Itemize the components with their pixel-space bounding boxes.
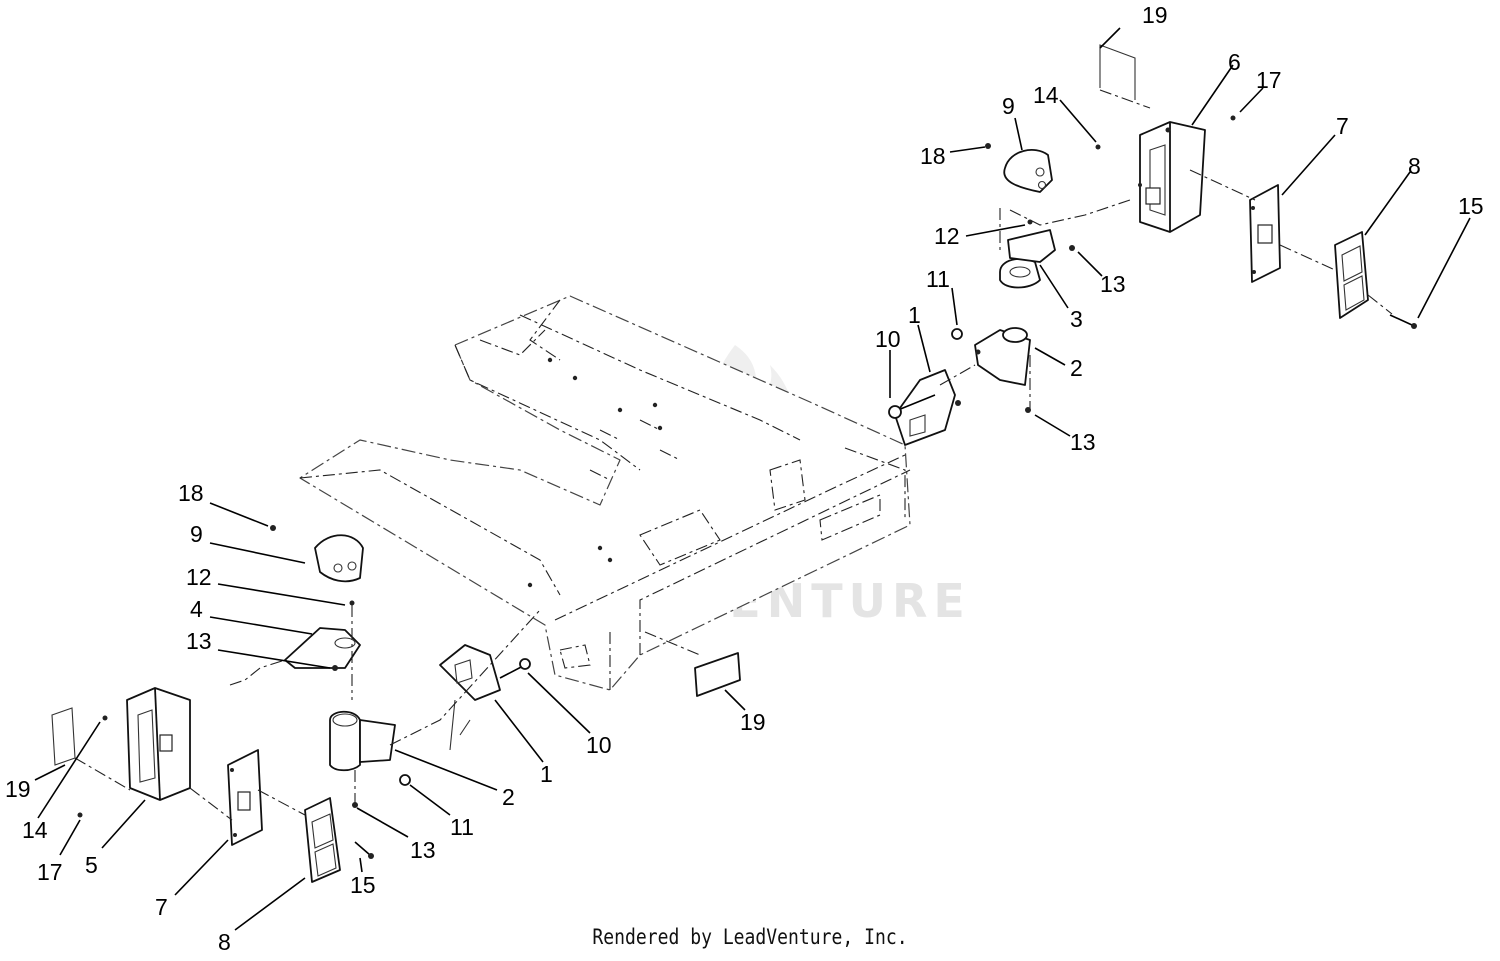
- assembly-lines-right: [939, 169, 1393, 410]
- guard-9-right: [1003, 149, 1053, 193]
- callout-1-right: 1: [908, 302, 921, 328]
- callout-15-right: 15: [1458, 193, 1484, 219]
- callout-9-right: 9: [1002, 93, 1015, 119]
- callout-13-right-lower: 13: [1070, 429, 1096, 455]
- callout-19-bottom: 19: [740, 709, 766, 735]
- callout-3: 3: [1070, 306, 1083, 332]
- switch-bracket-2-right: [974, 327, 1031, 413]
- small-parts-right: [985, 115, 1236, 251]
- callout-14-left: 14: [22, 817, 48, 843]
- callout-13-left-lower: 13: [410, 837, 436, 863]
- nut-11-left: [399, 774, 411, 786]
- callout-2-left: 2: [502, 784, 515, 810]
- callout-12-right: 12: [934, 223, 960, 249]
- switch-1-right: [888, 369, 961, 446]
- callout-18-left: 18: [178, 480, 204, 506]
- decal-19-bottom: [694, 652, 741, 697]
- callout-8-left: 8: [218, 929, 231, 955]
- callout-9-left: 9: [190, 521, 203, 547]
- lens-8-left: [304, 797, 341, 883]
- mount-bracket-4: [284, 600, 361, 671]
- screw-15-right: [1389, 314, 1417, 329]
- callout-7-right: 7: [1336, 113, 1349, 139]
- footer-credit: Rendered by LeadVenture, Inc.: [592, 925, 908, 949]
- callout-17-left: 17: [37, 859, 63, 885]
- callout-7-left: 7: [155, 894, 168, 920]
- callout-5: 5: [85, 852, 98, 878]
- callout-13-left-upper: 13: [186, 628, 212, 654]
- callout-2-right: 2: [1070, 355, 1083, 381]
- small-parts-left: [77, 525, 276, 818]
- callout-8-right: 8: [1408, 153, 1421, 179]
- reflector-plate-7-right: [1249, 184, 1281, 283]
- callout-19-top: 19: [1142, 2, 1168, 28]
- callout-12-left: 12: [186, 564, 212, 590]
- screw-15-left: [354, 841, 374, 859]
- callout-18-right: 18: [920, 143, 946, 169]
- light-housing-6: [1138, 121, 1206, 233]
- decal-19-left: [51, 707, 76, 766]
- assembly-lines-left: [74, 605, 701, 821]
- reflector-plate-7-left: [227, 749, 263, 846]
- callout-4: 4: [190, 596, 203, 622]
- callout-10-left: 10: [586, 732, 612, 758]
- lens-8-right: [1334, 231, 1369, 319]
- switch-1-left: [439, 644, 531, 751]
- chassis-frame: [299, 295, 911, 691]
- switch-bracket-2-left: [329, 710, 396, 808]
- mount-bracket-3: [999, 219, 1056, 289]
- callouts: 19 6 17 7 8 15 14 9 18 12 13 3 11 1 10 2…: [5, 2, 1484, 955]
- callout-14-right: 14: [1033, 82, 1059, 108]
- nut-11-right: [951, 328, 963, 340]
- callout-19-left: 19: [5, 776, 31, 802]
- guard-9-left: [314, 534, 364, 583]
- leader-lines: [34, 27, 1471, 931]
- callout-11-right: 11: [926, 266, 950, 292]
- decal-19-top: [1099, 44, 1151, 109]
- light-housing-5: [102, 687, 191, 801]
- callout-11-left: 11: [450, 814, 474, 840]
- callout-15-left: 15: [350, 872, 376, 898]
- callout-13-right-upper: 13: [1100, 271, 1126, 297]
- callout-17-right: 17: [1256, 67, 1282, 93]
- callout-10-right: 10: [875, 326, 901, 352]
- callout-6: 6: [1228, 49, 1241, 75]
- callout-1-left: 1: [540, 761, 553, 787]
